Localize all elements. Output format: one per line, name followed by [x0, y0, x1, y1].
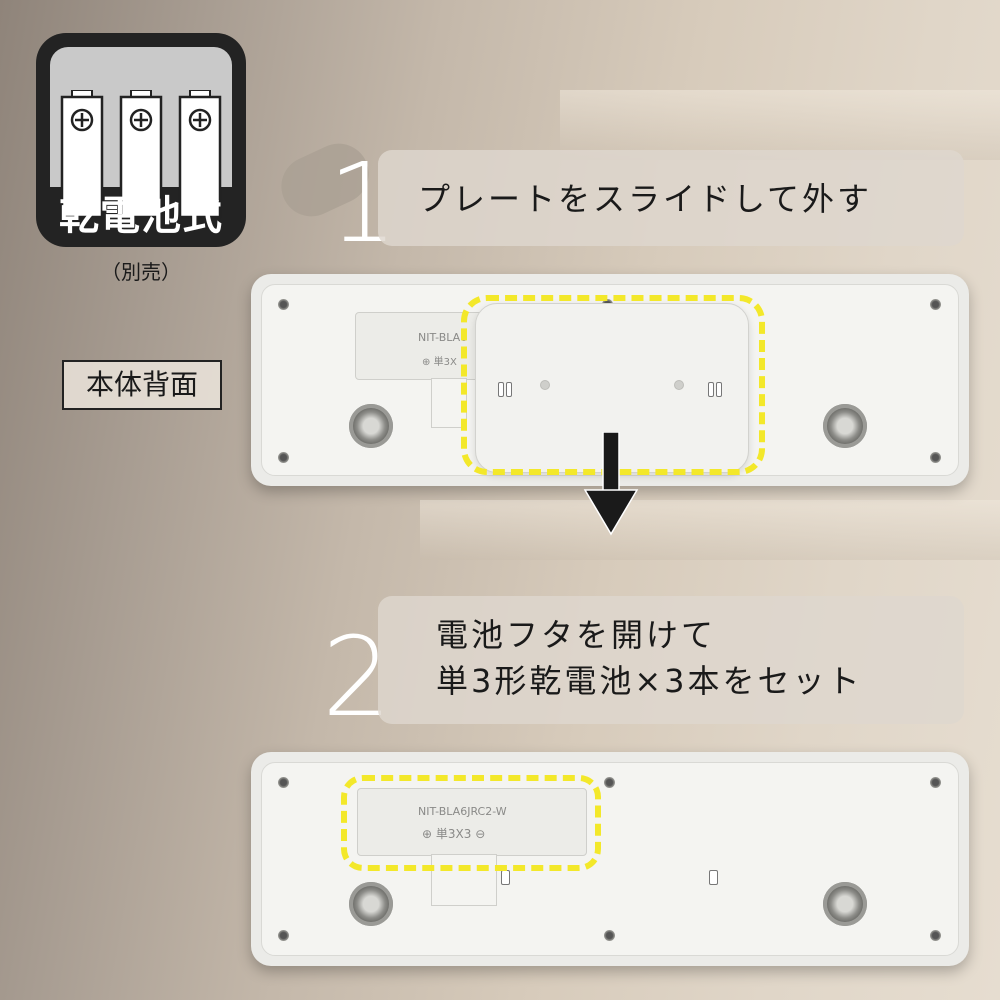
magnet: [349, 882, 393, 926]
screw: [278, 777, 289, 788]
plate-slot: [498, 382, 504, 397]
battery-icon: [178, 90, 222, 219]
cover-tab: [431, 854, 497, 906]
model-label: NIT-BLA6: [418, 331, 468, 344]
minus-symbol: ⊖: [475, 827, 486, 841]
arrow-down-icon: [583, 432, 639, 536]
screw: [604, 777, 615, 788]
screw: [604, 930, 615, 941]
step-1-box: [378, 150, 964, 246]
screw: [278, 930, 289, 941]
device-rear-open: NIT-BLA6JRC2-W ⊕ 単3X3 ⊖: [251, 752, 969, 966]
step-1-text: プレートをスライドして外す: [418, 180, 873, 218]
screw: [278, 299, 289, 310]
badge-label: 乾電池式: [59, 193, 223, 239]
battery-icon: [119, 90, 163, 219]
battery-spec-label: ⊕ 単3X3 ⊖: [422, 825, 485, 842]
screw: [278, 452, 289, 463]
magnet: [823, 404, 867, 448]
battery-cover: NIT-BLA6JRC2-W ⊕ 単3X3 ⊖: [357, 788, 587, 856]
screw: [930, 930, 941, 941]
plate-hole: [674, 380, 684, 390]
screw: [930, 299, 941, 310]
stair-step: [420, 500, 1000, 560]
step-2-text-line-1: 電池フタを開けて: [436, 616, 717, 654]
plate-hole: [540, 380, 550, 390]
sold-separately-note: （別売）: [101, 260, 181, 284]
stair-step: [560, 90, 1000, 160]
plate-slot: [716, 382, 722, 397]
highlight-battery-cover: [341, 775, 601, 871]
plate-slot: [506, 382, 512, 397]
magnet: [349, 404, 393, 448]
step-2-box: [378, 596, 964, 724]
screw: [930, 777, 941, 788]
model-label: NIT-BLA6JRC2-W: [418, 805, 507, 818]
step-2-text-line-2: 単3形乾電池×3本をセット: [436, 662, 863, 700]
battery-slot: [709, 870, 718, 885]
battery-icon: [60, 90, 104, 219]
battery-spec-label: ⊕ 単3X: [422, 353, 457, 368]
screw: [930, 452, 941, 463]
plus-symbol: ⊕: [422, 357, 431, 368]
plus-symbol: ⊕: [422, 827, 433, 841]
rear-view-tag: 本体背面: [62, 360, 222, 410]
battery-slot: [501, 870, 510, 885]
battery-spec: 単3X: [433, 357, 457, 368]
plate-slot: [708, 382, 714, 397]
battery-spec: 単3X3: [435, 827, 472, 841]
battery-type-badge: 乾電池式: [36, 33, 246, 247]
battery-cover: NIT-BLA6 ⊕ 単3X: [355, 312, 497, 380]
magnet: [823, 882, 867, 926]
